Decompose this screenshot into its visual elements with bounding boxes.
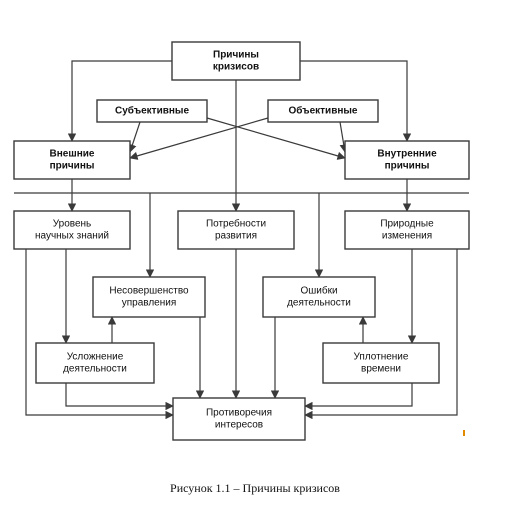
- node-objective-box: [267, 99, 379, 123]
- node-complication-label-2: деятельности: [63, 364, 127, 375]
- node-needs-label-2: развития: [215, 231, 257, 242]
- node-management-box: [92, 276, 206, 318]
- node-subjective-label-1: Субъективные: [115, 105, 189, 117]
- node-needs-label-1: Потребности: [206, 218, 266, 230]
- connector-7: [339, 121, 348, 153]
- node-root-box: [171, 41, 301, 81]
- node-needs-box: [177, 210, 295, 250]
- node-complication-label-1: Усложнение: [67, 352, 124, 363]
- node-internal-box: [344, 140, 470, 180]
- node-nature-label-1: Природные: [380, 219, 434, 230]
- connector-2: [300, 60, 412, 142]
- node-objective-label-1: Объективные: [288, 105, 357, 117]
- node-external-label-1: Внешние: [50, 149, 95, 160]
- node-management-label-2: управления: [122, 298, 177, 309]
- node-objective: Объективные: [267, 99, 379, 123]
- node-errors-box: [262, 276, 376, 318]
- node-knowledge-box: [13, 210, 131, 250]
- node-errors-label-2: деятельности: [287, 298, 351, 309]
- connector-1: [67, 60, 172, 142]
- node-subjective-box: [96, 99, 208, 123]
- connector-5: [206, 117, 346, 160]
- node-compression-label-1: Уплотнение: [354, 352, 409, 363]
- node-root-label-1: Причины: [213, 50, 259, 61]
- node-management-label-1: Несовершенство: [109, 286, 189, 297]
- connector-20: [304, 249, 458, 420]
- connector-19: [25, 249, 174, 420]
- node-compression-box: [322, 342, 440, 384]
- node-root-label-2: кризисов: [213, 62, 259, 73]
- node-internal-label-1: Внутренние: [377, 149, 437, 160]
- node-knowledge-label-2: научных знаний: [35, 231, 109, 242]
- node-contradictions-box: [172, 397, 306, 441]
- connector-21: [65, 383, 174, 411]
- node-subjective: Субъективные: [96, 99, 208, 123]
- node-contradictions-label-2: интересов: [215, 420, 263, 431]
- connectors: [14, 60, 469, 420]
- figure-caption: Рисунок 1.1 – Причины кризисов: [170, 481, 340, 495]
- node-external-box: [13, 140, 131, 180]
- node-compression-label-2: времени: [361, 364, 401, 375]
- connector-4: [128, 121, 141, 153]
- node-nature-label-2: изменения: [382, 231, 432, 242]
- stray-mark: [463, 430, 465, 436]
- node-nature-box: [344, 210, 470, 250]
- node-contradictions-label-1: Противоречия: [206, 408, 272, 419]
- connector-6: [129, 117, 269, 160]
- connector-22: [304, 383, 413, 411]
- node-knowledge-label-1: Уровень: [53, 219, 92, 230]
- node-errors-label-1: Ошибки: [300, 285, 337, 297]
- node-internal-label-2: причины: [385, 161, 430, 172]
- node-external-label-2: причины: [50, 161, 95, 172]
- node-complication-box: [35, 342, 155, 384]
